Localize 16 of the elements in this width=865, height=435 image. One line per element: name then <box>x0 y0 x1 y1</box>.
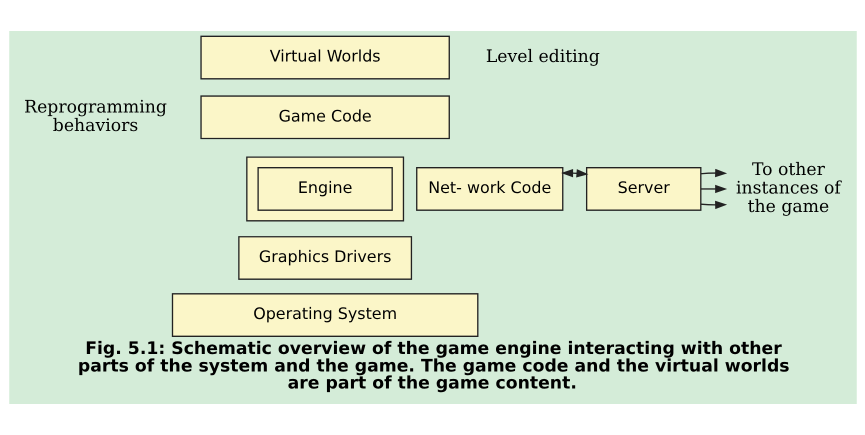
node-text: To other instances of the game <box>736 160 840 218</box>
label: Reprogramming behaviors <box>24 98 166 136</box>
arrow <box>700 168 727 178</box>
label: Level editing <box>485 47 600 68</box>
node-box: Net- work Code <box>416 167 563 211</box>
cluster <box>246 156 404 222</box>
caption: Fig. 5.1: Schematic overview of the game engine interacting with other parts of the system and the game. The game code and the virtual worlds are part of the game content. <box>77 339 790 394</box>
node-box: Server <box>585 167 701 211</box>
arrow <box>560 168 588 178</box>
node-box: Graphics Drivers <box>238 236 412 280</box>
arrow <box>700 184 727 194</box>
node-box: Operating System <box>171 293 478 337</box>
node-box: Game Code <box>200 95 450 140</box>
arrow <box>700 200 727 210</box>
node-box: Engine <box>256 167 392 211</box>
node-box: Virtual Worlds <box>200 36 450 80</box>
